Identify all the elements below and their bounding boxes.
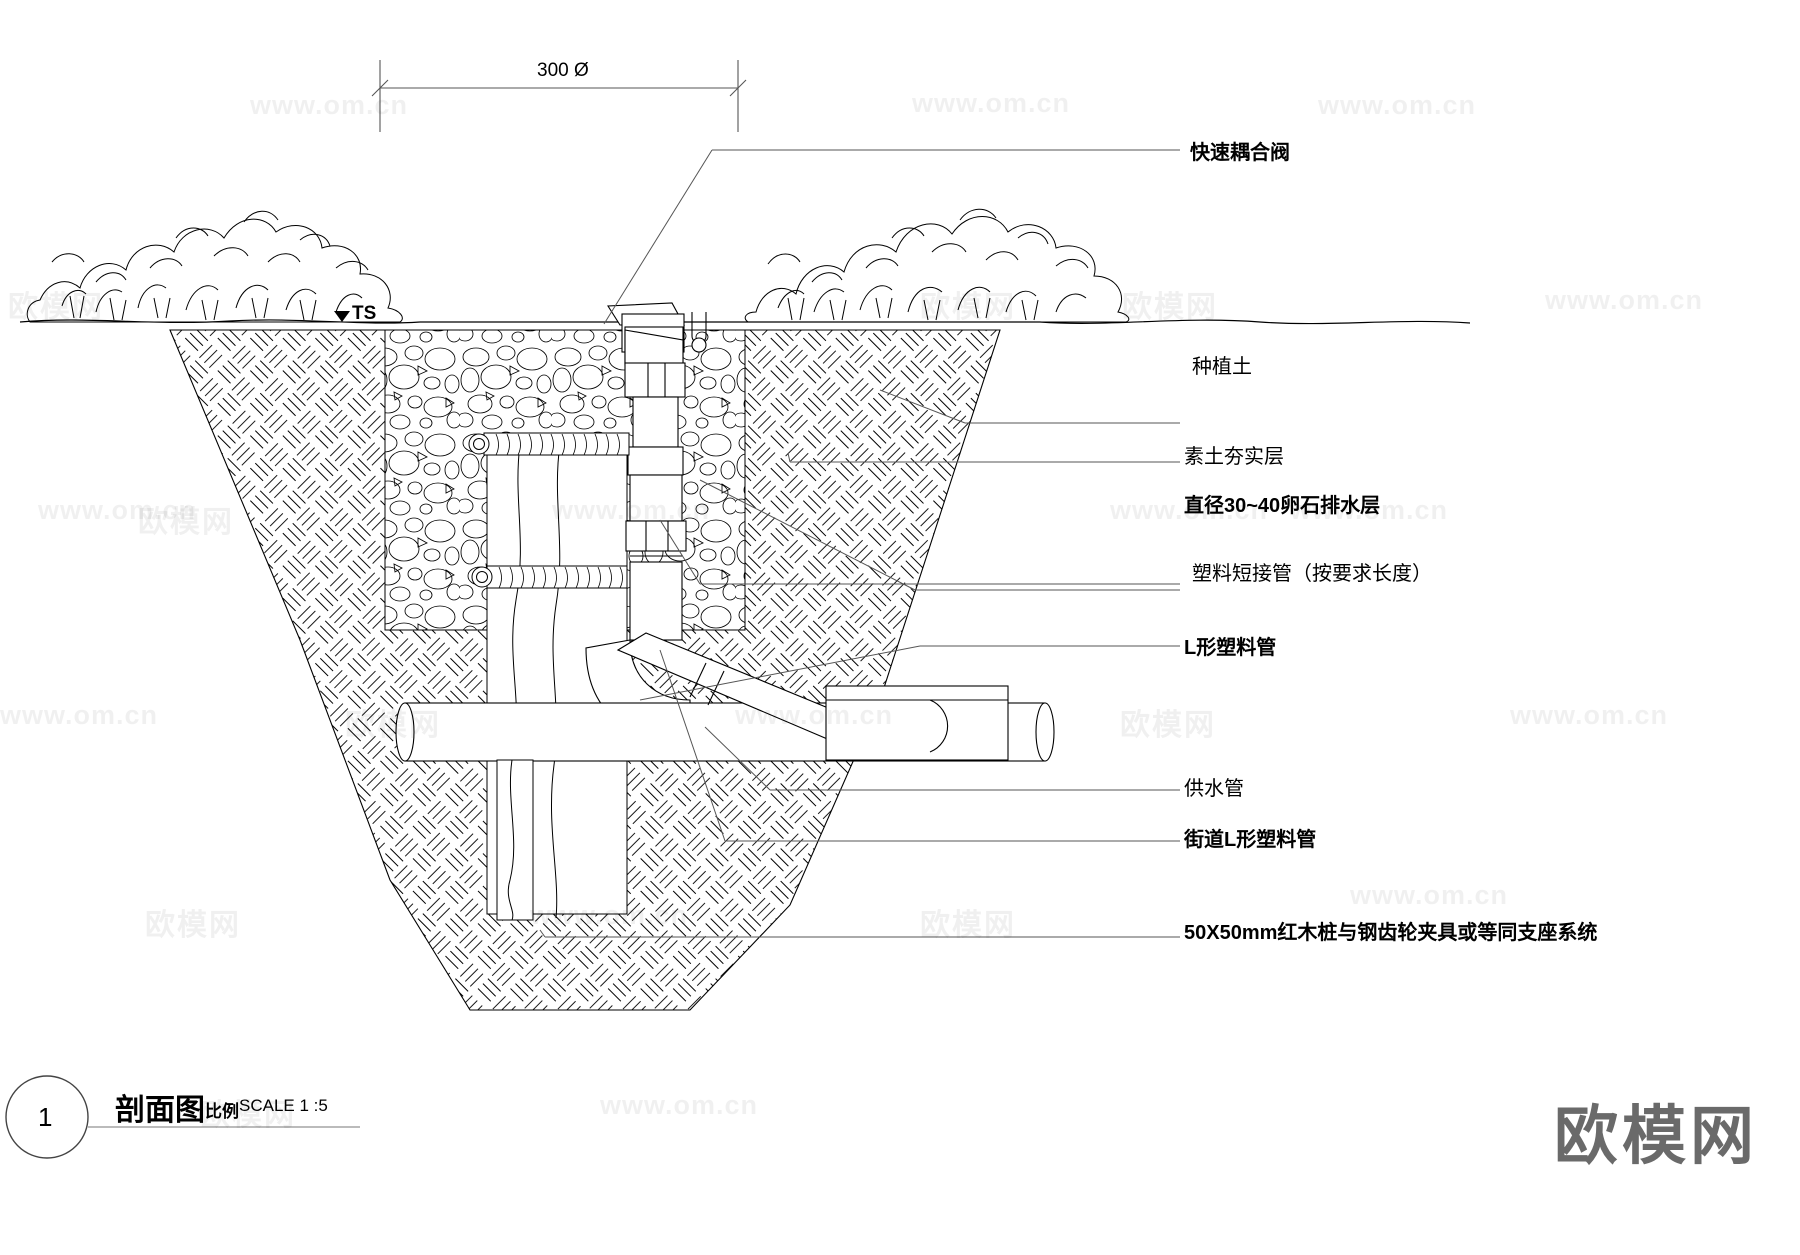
callout-label-water-supply-pipe: 供水管 (1184, 778, 1244, 800)
ts-grade-arrow (334, 311, 350, 322)
callout-label-cobble-drainage-layer: 直径30~40卵石排水层 (1184, 495, 1381, 517)
watermark-brand-large: 欧模网 (1554, 1100, 1758, 1172)
ts-grade-label: TS (352, 303, 377, 324)
callout-label-l-shaped-plastic-pipe: L形塑料管 (1184, 637, 1277, 659)
l-shaped-swing-pipe (616, 632, 1009, 761)
leader-pointer-compacted-subsoil (787, 452, 791, 463)
detail-number: 1 (38, 1102, 53, 1132)
page-title: 剖面图 (115, 1094, 205, 1127)
shrub-planting-left (26, 210, 403, 323)
dimension-label-300: 300 Ø (537, 60, 589, 81)
leader-pointer-plastic-short-pipe (699, 479, 916, 591)
callout-label-compacted-subsoil: 素土夯实层 (1184, 446, 1284, 468)
quick-coupling-valve-assembly (585, 302, 707, 743)
leader-pointer-planting-soil (879, 389, 966, 424)
redwood-stake (496, 759, 534, 921)
leader-pointer-water-supply-pipe (704, 726, 771, 791)
callout-label-street-l-plastic-pipe: 街道L形塑料管 (1184, 829, 1317, 851)
callout-label-quick-coupling-valve: 快速耦合阀 (1190, 142, 1290, 164)
leader-pointer-cobble-drainage-layer (659, 519, 701, 585)
callout-label-plastic-short-pipe: 塑料短接管（按要求长度） (1192, 563, 1432, 585)
scale-label: 比例 (205, 1102, 239, 1121)
shrub-planting-right (744, 208, 1130, 323)
callout-label-planting-soil: 种植土 (1192, 356, 1252, 378)
threaded-nipple-lower (471, 565, 628, 589)
dimension-300 (371, 60, 747, 132)
leader-pointer-redwood-stake-support (539, 929, 546, 938)
scale-value: SCALE 1 :5 (239, 1096, 328, 1115)
callout-label-redwood-stake-support: 50X50mm红木桩与钢齿轮夹具或等同支座系统 (1184, 922, 1598, 944)
leader-pointer-l-shaped-plastic-pipe (639, 645, 921, 701)
callout-leader-lines (539, 149, 1180, 938)
leader-pointer-street-l-plastic-pipe (659, 649, 726, 842)
threaded-nipple-upper (468, 432, 630, 456)
detail-tag-bubble (5, 1075, 360, 1159)
leader-pointer-quick-coupling-valve (603, 149, 713, 325)
